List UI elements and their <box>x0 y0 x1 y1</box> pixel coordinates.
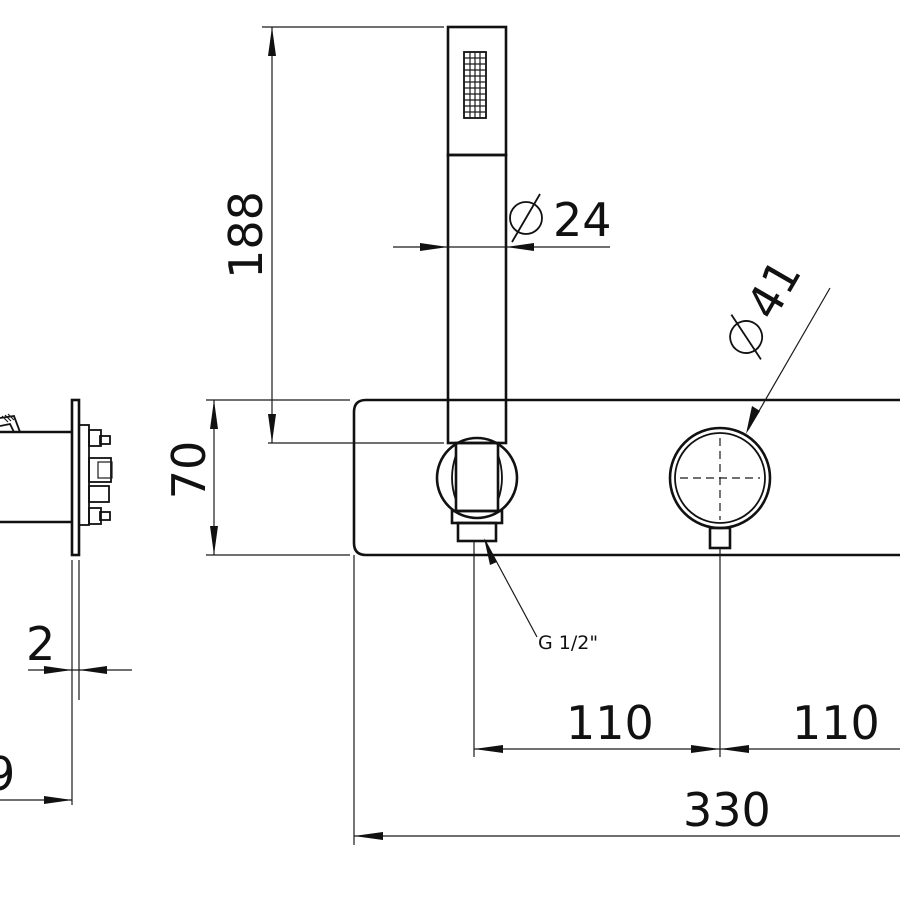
side-handshower-fragment <box>0 415 21 433</box>
dim-label-side-depth: 9 <box>0 747 15 801</box>
wall-outlet-ring <box>435 436 519 520</box>
dim-label-plate-thickness: 2 <box>26 617 55 671</box>
dim-label-spacing-left: 110 <box>566 696 654 750</box>
side-nut-upper <box>99 435 111 445</box>
mixer-knob-inner <box>674 432 766 524</box>
arrow-110-left-end <box>691 745 720 753</box>
dim-label-handshower-height: 188 <box>219 191 273 279</box>
side-bracket <box>78 424 90 526</box>
arrow-24-left <box>420 243 448 251</box>
arrow-110-right-start <box>720 745 749 753</box>
mixer-spout <box>708 526 732 550</box>
side-nut-mid-inner <box>97 461 113 479</box>
dim-label-spacing-right: 110 <box>792 696 880 750</box>
wall-outlet-arc <box>451 454 503 501</box>
side-nut-mid <box>88 457 112 483</box>
arrow-110-left-start <box>474 745 503 753</box>
arrow-188-bottom <box>268 414 276 443</box>
diameter-symbol-24 <box>509 193 543 243</box>
dim-label-plate-height: 70 <box>162 441 216 500</box>
arrow-330-left <box>354 832 383 840</box>
arrow-70-top <box>210 400 218 429</box>
side-handshower-hatch <box>1 413 15 423</box>
side-nut-low <box>88 485 110 503</box>
diameter-41-label: 41 <box>729 250 812 360</box>
wall-outlet-body <box>454 441 500 513</box>
side-view: 2 9 <box>0 398 132 805</box>
wall-outlet-connector <box>456 521 498 543</box>
leader-41 <box>747 287 831 431</box>
arrow-41 <box>746 406 760 434</box>
side-nut-bottom <box>88 507 102 525</box>
thread-label: G 1/2" <box>538 632 598 654</box>
arrow-thickness-right <box>79 666 107 674</box>
nozzle-hatch <box>464 52 486 118</box>
arrow-188-top <box>268 27 276 56</box>
front-view: 188 70 24 41 G 1/2" <box>162 25 900 845</box>
arrow-70-bottom <box>210 526 218 555</box>
handshower-head <box>446 25 508 157</box>
side-nut-top <box>88 429 102 447</box>
dim-label-total-width: 330 <box>683 783 771 837</box>
arrow-24-right <box>506 243 534 251</box>
side-nut-lower <box>99 511 111 521</box>
arrow-thread <box>484 538 497 565</box>
side-wall-plate <box>70 398 81 557</box>
dim-label-mixer-diameter: 41 <box>736 250 812 328</box>
dim-label-handle-diameter: 24 <box>553 193 612 247</box>
front-plate <box>352 398 900 557</box>
arrow-depth <box>44 796 72 804</box>
arrow-thickness-left <box>44 666 72 674</box>
